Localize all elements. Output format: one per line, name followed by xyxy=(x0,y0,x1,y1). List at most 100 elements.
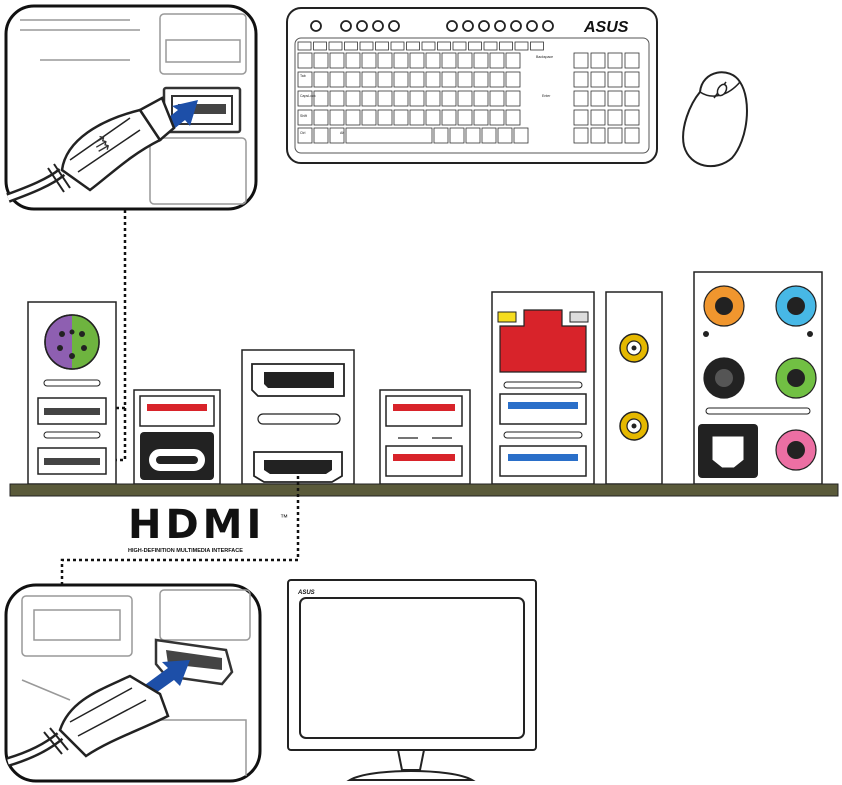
keyboard-key xyxy=(458,91,472,106)
keyboard-key xyxy=(394,91,408,106)
hdmi-subtitle: HIGH-DEFINITION MULTIMEDIA INTERFACE xyxy=(128,548,243,554)
keyboard-key xyxy=(506,72,520,87)
function-key xyxy=(484,42,497,50)
keyboard-key xyxy=(490,110,504,125)
keyboard-key xyxy=(378,91,392,106)
keyboard-key xyxy=(506,110,520,125)
keyboard-key xyxy=(474,53,488,68)
keyboard-key xyxy=(458,110,472,125)
keyboard-key xyxy=(426,53,440,68)
displayport-hdmi-stack xyxy=(242,350,354,484)
keyboard-key xyxy=(362,110,376,125)
function-key xyxy=(500,42,513,50)
function-key xyxy=(329,42,342,50)
numpad-key xyxy=(608,110,622,125)
keyboard: ASUS Backspace Tab CapsLock Enter Shift … xyxy=(287,8,657,163)
function-key xyxy=(314,42,327,50)
keyboard-key xyxy=(330,91,344,106)
keyboard-key xyxy=(474,110,488,125)
function-key xyxy=(391,42,404,50)
keyboard-key xyxy=(314,128,328,143)
numpad-key xyxy=(591,53,605,68)
keyboard-key xyxy=(330,110,344,125)
keyboard-key xyxy=(410,110,424,125)
keyboard-key xyxy=(378,72,392,87)
numpad-key xyxy=(574,72,588,87)
keyboard-key xyxy=(410,91,424,106)
wifi-antenna-stack xyxy=(606,292,662,484)
numpad-key xyxy=(608,91,622,106)
keyboard-key xyxy=(450,128,464,143)
hdmi-wordmark: HDMI xyxy=(128,502,265,548)
rear-io-panel xyxy=(10,272,838,496)
function-key xyxy=(345,42,358,50)
keyboard-brand-logo: ASUS xyxy=(583,19,629,36)
keyboard-key xyxy=(426,72,440,87)
keyboard-key xyxy=(490,53,504,68)
keyboard-key xyxy=(362,72,376,87)
numpad-key xyxy=(608,53,622,68)
chassis-bar xyxy=(10,484,838,496)
keyboard-key xyxy=(442,72,456,87)
keyboard-key xyxy=(426,110,440,125)
numpad-key xyxy=(591,72,605,87)
function-key xyxy=(407,42,420,50)
keyboard-key xyxy=(506,91,520,106)
audio-jack-stack xyxy=(694,272,822,484)
key-capslock-label: CapsLock xyxy=(300,94,316,98)
keyboard-key xyxy=(314,53,328,68)
keyboard-key xyxy=(442,53,456,68)
numpad-key xyxy=(574,110,588,125)
numpad-key xyxy=(625,72,639,87)
keyboard-key xyxy=(346,110,360,125)
function-key xyxy=(469,42,482,50)
keyboard-key xyxy=(378,110,392,125)
numpad-key xyxy=(591,128,605,143)
mouse xyxy=(683,72,747,166)
keyboard-key xyxy=(314,110,328,125)
key-enter-label: Enter xyxy=(542,94,551,98)
function-key xyxy=(298,42,311,50)
keyboard-key xyxy=(498,128,512,143)
keyboard-key xyxy=(474,72,488,87)
numpad-key xyxy=(574,91,588,106)
key-tab-label: Tab xyxy=(300,74,306,78)
numpad-key xyxy=(608,128,622,143)
keyboard-key xyxy=(458,53,472,68)
numpad-key xyxy=(591,110,605,125)
numpad-key xyxy=(591,91,605,106)
hdmi-trademark: ™ xyxy=(280,513,288,522)
lan-usb3-stack xyxy=(492,292,594,484)
key-alt-label: Alt xyxy=(340,131,344,135)
numpad-key xyxy=(608,72,622,87)
numpad-key xyxy=(625,128,639,143)
keyboard-key xyxy=(506,53,520,68)
keyboard-key xyxy=(362,91,376,106)
keyboard-key xyxy=(482,128,496,143)
keyboard-key xyxy=(410,53,424,68)
keyboard-key xyxy=(394,72,408,87)
keyboard-key xyxy=(362,53,376,68)
keyboard-key xyxy=(346,53,360,68)
keyboard-key xyxy=(298,53,312,68)
function-key xyxy=(453,42,466,50)
keyboard-key xyxy=(466,128,480,143)
key-shift-label: Shift xyxy=(300,114,307,118)
numpad-key xyxy=(625,91,639,106)
function-key xyxy=(376,42,389,50)
monitor-brand-logo: ASUS xyxy=(297,590,315,596)
usb-red-and-typec-stack xyxy=(134,390,220,484)
ps2-usb-stack xyxy=(28,302,116,484)
key-ctrl-label: Ctrl xyxy=(300,131,306,135)
function-key xyxy=(531,42,544,50)
usb-connection-callout: ⇶ xyxy=(6,6,256,209)
keyboard-key xyxy=(426,91,440,106)
monitor: ASUS xyxy=(288,580,536,780)
numpad-key xyxy=(625,53,639,68)
keyboard-key xyxy=(490,91,504,106)
keyboard-key xyxy=(314,72,328,87)
function-key xyxy=(360,42,373,50)
keyboard-key xyxy=(490,72,504,87)
keyboard-key xyxy=(394,53,408,68)
